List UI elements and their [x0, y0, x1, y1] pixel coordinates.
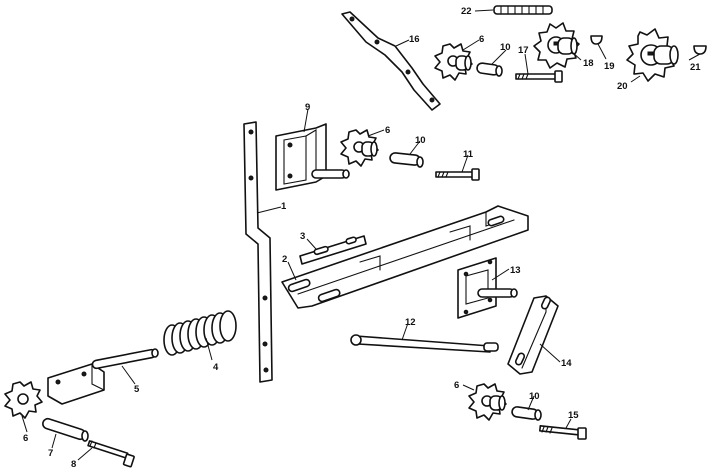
callout-8: 8	[71, 459, 76, 470]
callout-11: 11	[463, 149, 474, 160]
bolt-17	[515, 70, 563, 83]
sprocket-6-mid	[340, 129, 379, 167]
callout-10-lower-right: 10	[529, 391, 540, 402]
callout-4: 4	[213, 362, 219, 373]
bushing-10-top	[476, 62, 503, 77]
callout-14: 14	[561, 358, 572, 369]
coil-spring-4	[163, 310, 237, 356]
large-drive-sprocket-20	[626, 28, 679, 82]
drive-sprocket-18	[533, 22, 580, 69]
bolt-8	[87, 440, 135, 468]
tension-rod-12	[350, 334, 499, 353]
callout-16: 16	[409, 34, 420, 45]
callout-6-lower-right: 6	[454, 380, 459, 391]
callout-19: 19	[604, 61, 615, 72]
callout-6-lower-left: 6	[23, 433, 28, 444]
callout-15: 15	[568, 410, 579, 421]
woodruff-key-19	[590, 35, 603, 45]
bolt-15	[539, 425, 587, 440]
support-bar-1	[243, 121, 273, 383]
callout-20: 20	[617, 81, 628, 92]
callout-12: 12	[405, 317, 416, 328]
callout-13: 13	[510, 265, 521, 276]
callout-9: 9	[305, 102, 310, 113]
slotted-strap-3	[299, 235, 367, 265]
callout-17: 17	[518, 45, 529, 56]
woodruff-key-21	[693, 45, 707, 55]
sprocket-bracket-9	[275, 123, 350, 191]
bushing-7	[42, 417, 89, 442]
bushing-10-mid	[389, 152, 424, 168]
callout-21: 21	[690, 62, 701, 73]
callouts: 1 2 3 4 5 6 6 6 6 7 8 9 10 10 10 11 12 1…	[23, 6, 701, 470]
callout-3: 3	[300, 231, 305, 242]
callout-6-top: 6	[479, 34, 484, 45]
plate-13	[457, 257, 518, 319]
chain-guide-16	[341, 11, 441, 111]
callout-1: 1	[281, 201, 287, 212]
bolt-11	[435, 168, 480, 181]
leader-lines	[21, 9, 701, 461]
callout-5: 5	[134, 384, 140, 395]
pivot-arm-14	[507, 295, 559, 375]
side-frame-2	[281, 205, 529, 309]
bracket-5	[47, 348, 159, 405]
bushing-10-lower-right	[511, 406, 542, 421]
callout-18: 18	[583, 58, 594, 69]
callout-22: 22	[461, 6, 472, 17]
roller-chain-22	[493, 5, 553, 15]
callout-10-top: 10	[500, 42, 511, 53]
callout-6-mid: 6	[385, 125, 390, 136]
sprocket-6-lower-left	[4, 381, 43, 419]
callout-7: 7	[48, 448, 53, 459]
callout-10-mid: 10	[415, 135, 426, 146]
sprocket-6-lower-right	[468, 383, 507, 421]
callout-2: 2	[282, 254, 287, 265]
sprocket-6-top	[434, 43, 473, 81]
